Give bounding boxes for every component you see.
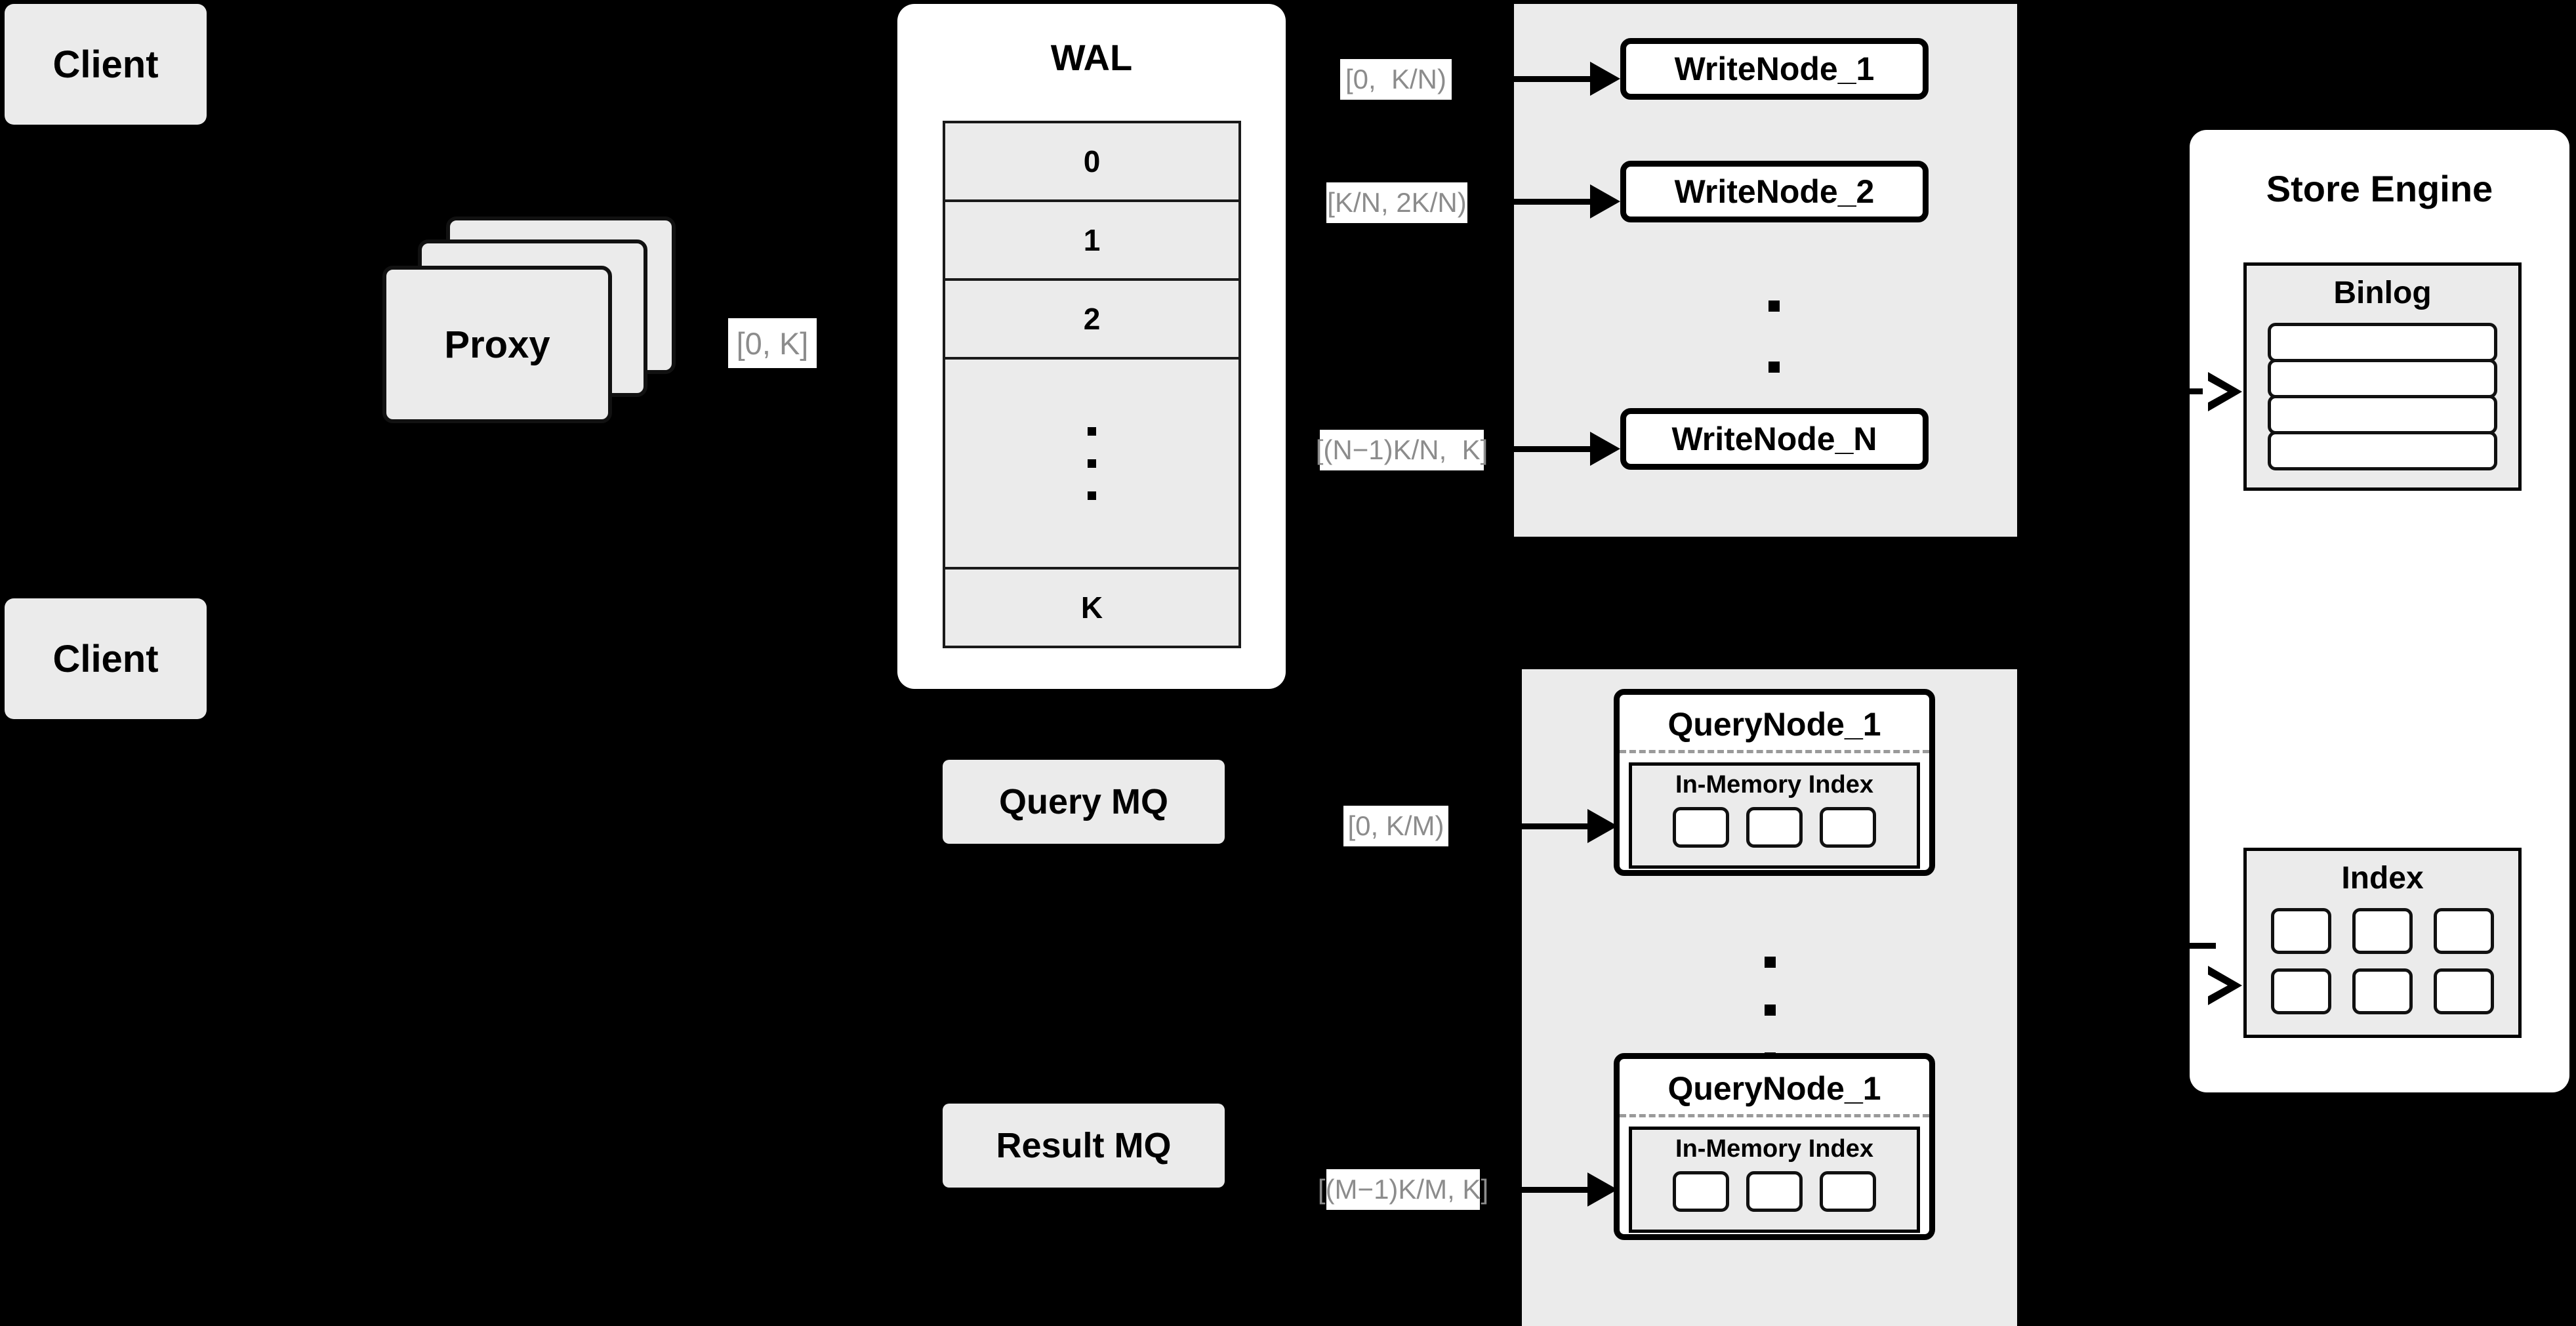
in-memory-index-1[interactable]: In-Memory Index (1629, 762, 1920, 869)
range-label-write-node-1-text: [0, K/N) (1345, 64, 1447, 94)
client-label-2: Client (52, 637, 159, 680)
arrow-line-query-node-2 (1488, 1187, 1599, 1193)
in-memory-index-2[interactable]: In-Memory Index (1629, 1127, 1920, 1233)
arrow-line-query-node-1 (1488, 823, 1599, 829)
store-index-cell[interactable] (2352, 968, 2413, 1014)
store-engine-title-text: Store Engine (2266, 168, 2493, 209)
store-index-cell[interactable] (2434, 968, 2494, 1014)
arrow-head-write-node-1 (1590, 62, 1620, 96)
arrow-head-store-index (2203, 966, 2242, 1005)
binlog-title: Binlog (2247, 266, 2518, 311)
binlog-title-text: Binlog (2333, 276, 2432, 310)
range-label-query-node-1: [0, K/M) (1343, 806, 1448, 846)
proxy-box[interactable]: Proxy (382, 266, 612, 423)
range-label-query-node-2-text: [(M−1)K/M, K] (1317, 1174, 1489, 1205)
query-node-1-separator (1620, 750, 1929, 753)
arrow-line-write-node-1 (1490, 76, 1602, 82)
store-index-cell[interactable] (2352, 908, 2413, 954)
arrow-line-write-node-n (1490, 446, 1602, 452)
write-node-n[interactable]: WriteNode_N (1620, 408, 1929, 470)
arrow-head-query-node-1 (1587, 809, 1618, 843)
index-cell[interactable] (1820, 1171, 1876, 1212)
client-label-1: Client (52, 43, 159, 86)
store-index-cell[interactable] (2434, 908, 2494, 954)
wal-row-ellipsis[interactable] (943, 357, 1241, 570)
query-node-1[interactable]: QueryNode_1 In-Memory Index (1614, 689, 1935, 876)
binlog-box[interactable]: Binlog (2243, 262, 2522, 491)
client-box-1[interactable]: Client (5, 4, 207, 125)
wal-row-list: 0 1 2 K (943, 121, 1241, 648)
query-node-1-label: QueryNode_1 (1667, 706, 1881, 743)
arrow-line-binlog (2178, 388, 2216, 394)
result-mq-label: Result MQ (996, 1126, 1172, 1165)
range-label-query-node-1-text: [0, K/M) (1347, 810, 1444, 841)
write-node-n-label: WriteNode_N (1671, 421, 1877, 457)
wal-row-label: 2 (1083, 302, 1101, 336)
arrow-head-query-node-2 (1587, 1172, 1618, 1207)
range-label-proxy-text: [0, K] (736, 325, 809, 361)
query-node-2-label: QueryNode_1 (1667, 1070, 1881, 1107)
write-node-1-label: WriteNode_1 (1674, 51, 1875, 87)
in-memory-index-1-label: In-Memory Index (1675, 771, 1873, 798)
in-memory-index-2-label: In-Memory Index (1675, 1135, 1873, 1163)
range-label-write-node-2: [K/N, 2K/N) (1326, 182, 1467, 223)
wal-title-text: WAL (1050, 37, 1133, 78)
query-node-2-separator (1620, 1114, 1929, 1117)
arrow-head-write-node-n (1590, 432, 1620, 466)
range-label-write-node-2-text: [K/N, 2K/N) (1327, 187, 1467, 218)
wal-row[interactable]: 2 (943, 278, 1241, 360)
write-node-1[interactable]: WriteNode_1 (1620, 38, 1929, 100)
index-cell[interactable] (1673, 1171, 1729, 1212)
index-cell[interactable] (1673, 807, 1729, 848)
index-cell[interactable] (1820, 807, 1876, 848)
store-index-cell[interactable] (2271, 968, 2331, 1014)
write-node-2-label: WriteNode_2 (1674, 173, 1875, 210)
store-index-title-text: Index (2341, 861, 2424, 896)
arrow-line-write-node-2 (1490, 199, 1602, 205)
store-index-title: Index (2247, 851, 2518, 896)
range-label-write-node-n: [(N−1)K/N, K] (1316, 430, 1488, 470)
wal-row[interactable]: 0 (943, 121, 1241, 202)
index-cell[interactable] (1746, 807, 1803, 848)
binlog-row[interactable] (2268, 395, 2497, 434)
wal-row-label: 0 (1083, 144, 1101, 178)
wal-row[interactable]: 1 (943, 199, 1241, 281)
wal-row-label: 1 (1083, 223, 1101, 257)
arrow-line-store-index (2178, 943, 2216, 949)
vertical-dots-icon (1088, 415, 1096, 512)
arrow-head-binlog (2203, 372, 2242, 411)
wal-row[interactable]: K (943, 567, 1241, 648)
query-mq-label: Query MQ (998, 782, 1169, 821)
arrow-head-write-node-2 (1590, 184, 1620, 218)
binlog-row[interactable] (2268, 323, 2497, 362)
wal-title: WAL (897, 36, 1286, 79)
write-node-2[interactable]: WriteNode_2 (1620, 161, 1929, 222)
client-box-2[interactable]: Client (5, 598, 207, 719)
proxy-label: Proxy (444, 323, 550, 366)
store-index-box[interactable]: Index (2243, 848, 2522, 1038)
query-node-2[interactable]: QueryNode_1 In-Memory Index (1614, 1053, 1935, 1240)
binlog-row[interactable] (2268, 359, 2497, 398)
query-mq-box[interactable]: Query MQ (943, 760, 1225, 844)
range-label-write-node-1: [0, K/N) (1340, 59, 1452, 100)
index-cell[interactable] (1746, 1171, 1803, 1212)
store-index-cell[interactable] (2271, 908, 2331, 954)
binlog-row[interactable] (2268, 431, 2497, 470)
result-mq-box[interactable]: Result MQ (943, 1104, 1225, 1188)
store-engine-title: Store Engine (2190, 167, 2569, 210)
range-label-query-node-2: [(M−1)K/M, K] (1318, 1169, 1488, 1210)
range-label-write-node-n-text: [(N−1)K/N, K] (1315, 434, 1488, 465)
wal-row-label: K (1080, 590, 1103, 625)
range-label-proxy: [0, K] (728, 318, 817, 368)
